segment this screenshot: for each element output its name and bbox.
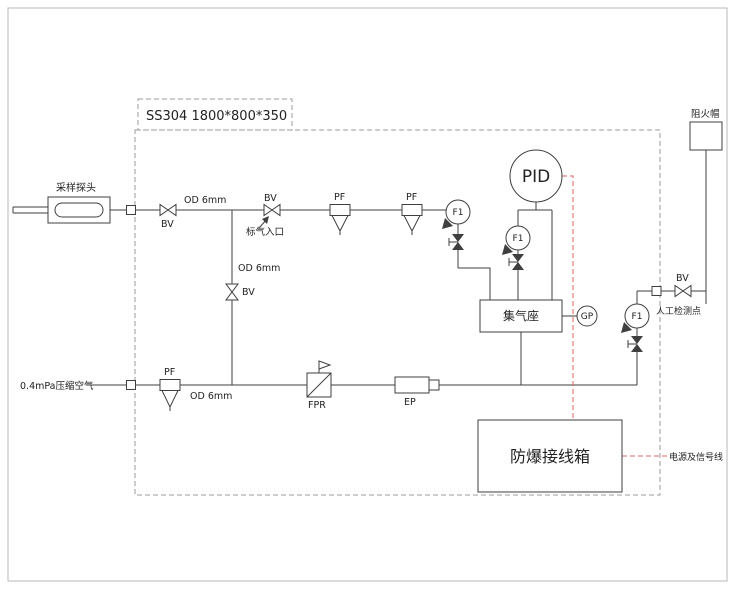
ball-valve-2-label: BV — [264, 193, 277, 204]
pid-analyzer: PID — [509, 149, 563, 203]
fpr-regulator-label: FPR — [308, 400, 326, 411]
pipe-od-label-1: OD 6mm — [184, 195, 226, 206]
pipe-od-label-3: OD 6mm — [190, 391, 232, 402]
bulkhead-fitting-1 — [126, 205, 136, 215]
flame-arrestor-label: 阻火帽 — [691, 108, 720, 120]
ep-ejector-label: EP — [404, 397, 416, 408]
enclosure-box — [134, 129, 661, 496]
power-signal-label: 电源及信号线 — [669, 451, 723, 463]
fpr-regulator: FPR — [306, 360, 332, 411]
flow-meter-pointer-icon — [442, 218, 453, 229]
gp-gauge: GP — [576, 305, 598, 327]
ball-valve-4: BV — [674, 273, 692, 298]
ep-ejector: EP — [394, 376, 440, 408]
flow-meter-pointer-icon — [502, 244, 513, 255]
enclosure-label-box — [137, 98, 293, 131]
flow-meter-pointer-icon — [621, 322, 632, 333]
regulator-flag-icon — [318, 360, 332, 370]
signal-line-pid — [562, 175, 574, 420]
needle-valve-2 — [508, 254, 524, 270]
ball-valve-4-label: BV — [676, 273, 689, 284]
flame-arrestor-cap: 阻火帽 — [689, 108, 723, 151]
manual-check-point-label: 人工检测点 — [656, 305, 701, 317]
gas-manifold: 集气座 — [479, 299, 563, 333]
bulkhead-fitting-3 — [651, 286, 662, 296]
pipe-od-label-2: OD 6mm — [238, 263, 280, 274]
filter-pf-3: PF — [159, 367, 181, 411]
filter-pf-1: PF — [329, 192, 351, 235]
signal-lines — [562, 175, 667, 457]
flow-meter-f1-a: F1 — [442, 199, 471, 229]
ball-valve-2: BV — [263, 193, 281, 217]
ball-valve-1-label: BV — [161, 219, 174, 230]
cabinet-enclosure: SS304 1800*800*350 — [134, 98, 661, 496]
ball-valve-1: BV — [159, 203, 177, 230]
gp-gauge-label: GP — [581, 312, 594, 322]
pipe-lines — [12, 150, 707, 386]
flow-meter-f1-c: F1 — [621, 303, 650, 333]
flow-meter-f1-a-label: F1 — [453, 208, 464, 218]
sampling-probe-label: 采样探头 — [56, 181, 96, 194]
flow-meter-f1-c-label: F1 — [632, 312, 643, 322]
filter-pf-3-label: PF — [164, 367, 175, 378]
ball-valve-3-label: BV — [242, 287, 255, 298]
cal-gas-arrowhead-icon — [262, 216, 269, 224]
outer-border — [7, 7, 728, 582]
filter-pf-1-label: PF — [334, 192, 345, 203]
sampling-probe: 采样探头 — [47, 181, 111, 224]
needle-valve-3 — [627, 336, 643, 352]
junction-box: 防爆接线箱 — [477, 419, 623, 493]
filter-pf-2: PF — [401, 192, 423, 235]
flow-meter-f1-b-label: F1 — [513, 234, 524, 244]
flow-meter-f1-b: F1 — [502, 225, 531, 255]
gas-manifold-label: 集气座 — [503, 308, 539, 323]
needle-valve-1 — [448, 234, 464, 250]
ball-valve-3: BV — [225, 283, 255, 301]
junction-box-label: 防爆接线箱 — [510, 447, 590, 466]
pid-analyzer-label: PID — [522, 167, 550, 187]
filter-pf-2-label: PF — [406, 192, 417, 203]
enclosure-label: SS304 1800*800*350 — [146, 109, 287, 124]
bulkhead-fitting-2 — [126, 380, 136, 390]
compressed-air-label: 0.4mPa压缩空气 — [20, 380, 94, 392]
cal-gas-inlet: 标气入口 — [246, 216, 284, 238]
cal-gas-inlet-label: 标气入口 — [246, 226, 284, 238]
